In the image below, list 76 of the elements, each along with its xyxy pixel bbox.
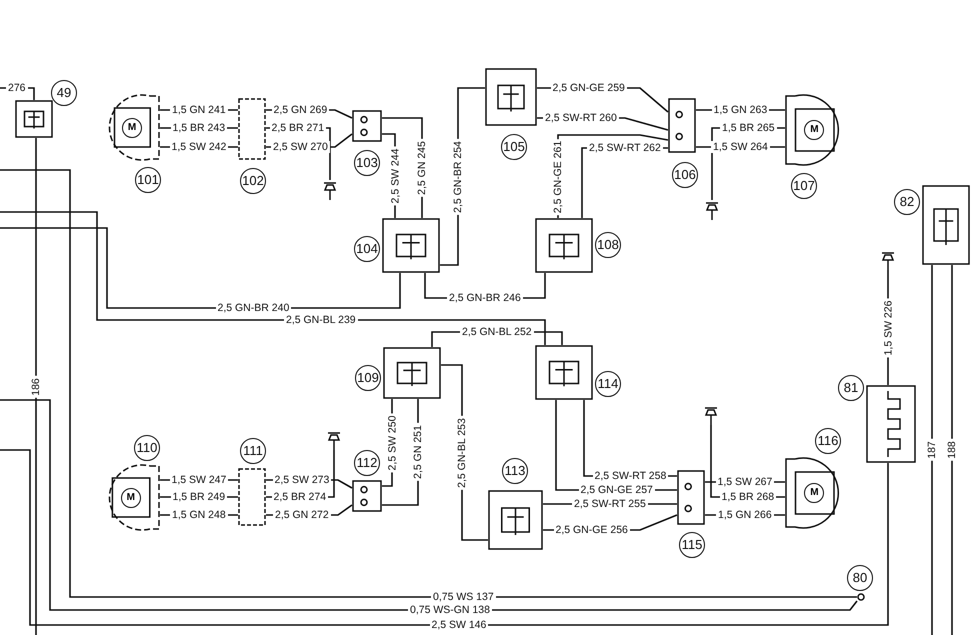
wire-label: 2,5 GN-BR 240 <box>216 302 292 314</box>
callout-number: 115 <box>679 532 705 558</box>
wire-label: 1,5 GN 241 <box>170 104 228 116</box>
wire-label: 1,5 BR 249 <box>170 491 228 503</box>
ground-symbol <box>703 405 719 425</box>
wire-label: 1,5 SW 247 <box>170 474 228 486</box>
wire-label: 2,5 GN-BR 246 <box>447 292 523 304</box>
wire <box>931 265 933 635</box>
wire-label: 188 <box>946 439 958 461</box>
wire-label: 2,5 SW-RT 258 <box>592 470 668 482</box>
callout-number: 106 <box>672 162 698 188</box>
wire-label: 2,5 GN-GE 261 <box>552 138 564 215</box>
ground-symbol <box>704 200 720 220</box>
wire <box>35 138 37 635</box>
wire-label: 2,5 GN-BL 239 <box>284 314 358 326</box>
wire-label: 2,5 SW 270 <box>271 141 330 153</box>
wire-label: 2,5 GN-BR 254 <box>452 138 464 214</box>
wire-label: 2,5 GN-BL 253 <box>456 416 468 490</box>
wire-label: 2,5 SW 244 <box>388 146 401 206</box>
wire-label: 2,5 GN 269 <box>272 104 330 116</box>
wire-label: 186 <box>30 376 42 398</box>
callout-number: 102 <box>240 168 266 194</box>
wire-label: 2,5 SW 250 <box>386 413 398 472</box>
callout-number: 103 <box>354 150 380 176</box>
wire-label: 2,5 GN 251 <box>412 423 424 481</box>
callout-number: 110 <box>134 435 160 461</box>
wire <box>0 399 858 611</box>
callout-number: 81 <box>838 375 864 401</box>
ground-symbol <box>880 250 896 270</box>
wire-label: 2,5 GN-GE 257 <box>578 484 655 496</box>
wire-label: 2,5 BR 271 <box>270 122 326 134</box>
callout-number: 104 <box>354 236 380 262</box>
wire <box>0 211 546 345</box>
callout-number: 108 <box>595 232 621 258</box>
wire-label: 2,5 GN 245 <box>416 139 428 197</box>
wire-label: 2,5 SW 146 <box>430 619 488 631</box>
wire-label: 2,5 SW-RT 260 <box>543 112 619 124</box>
wire <box>0 449 889 626</box>
callout-number: 49 <box>51 80 77 106</box>
callout-number: 82 <box>894 189 920 215</box>
callout-number: 114 <box>595 371 621 397</box>
wire-label: 0,75 WS-GN 138 <box>408 604 492 616</box>
callout-number: 101 <box>135 167 161 193</box>
callout-number: 107 <box>791 173 817 199</box>
wire <box>0 169 857 598</box>
wire-label: 1,5 GN 266 <box>716 509 774 521</box>
wire-label: 1,5 BR 268 <box>720 491 776 503</box>
callout-number: 111 <box>240 438 266 464</box>
wire-label: 187 <box>926 439 938 461</box>
ground-symbol <box>326 430 342 450</box>
ground-symbol <box>322 180 338 200</box>
callout-number: 113 <box>502 458 528 484</box>
wire-label: 2,5 GN-GE 259 <box>550 82 627 94</box>
wire-label: 1,5 SW 226 <box>882 298 894 357</box>
wire-label: 2,5 GN-BL 252 <box>460 326 534 338</box>
wire <box>951 265 953 635</box>
callout-number: 109 <box>355 365 381 391</box>
wire-label: 2,5 SW 273 <box>272 474 332 486</box>
wire-label: 276 <box>6 82 28 94</box>
wire-label: 1,5 GN 248 <box>170 509 228 521</box>
wire-label: 1,5 BR 243 <box>170 122 228 134</box>
wire-label: 1,5 GN 263 <box>712 104 770 116</box>
wire-label: 0,75 WS 137 <box>431 591 496 603</box>
callout-number: 80 <box>847 565 873 591</box>
wire-label: 2,5 SW-RT 262 <box>587 142 663 154</box>
callout-number: 105 <box>501 134 527 160</box>
wire-label: 1,5 SW 264 <box>711 141 770 153</box>
wire-label: 2,5 BR 274 <box>272 491 328 503</box>
wire-label: 1,5 BR 265 <box>720 122 777 134</box>
wire-label: 2,5 GN 272 <box>273 509 331 521</box>
wire-label: 2,5 SW-RT 255 <box>572 498 648 510</box>
wire-label: 1,5 SW 242 <box>170 141 228 153</box>
wire-label: 1,5 SW 267 <box>716 476 774 488</box>
wire-label: 2,5 GN-GE 256 <box>554 524 630 536</box>
callout-number: 116 <box>815 428 841 454</box>
callout-number: 112 <box>354 450 380 476</box>
